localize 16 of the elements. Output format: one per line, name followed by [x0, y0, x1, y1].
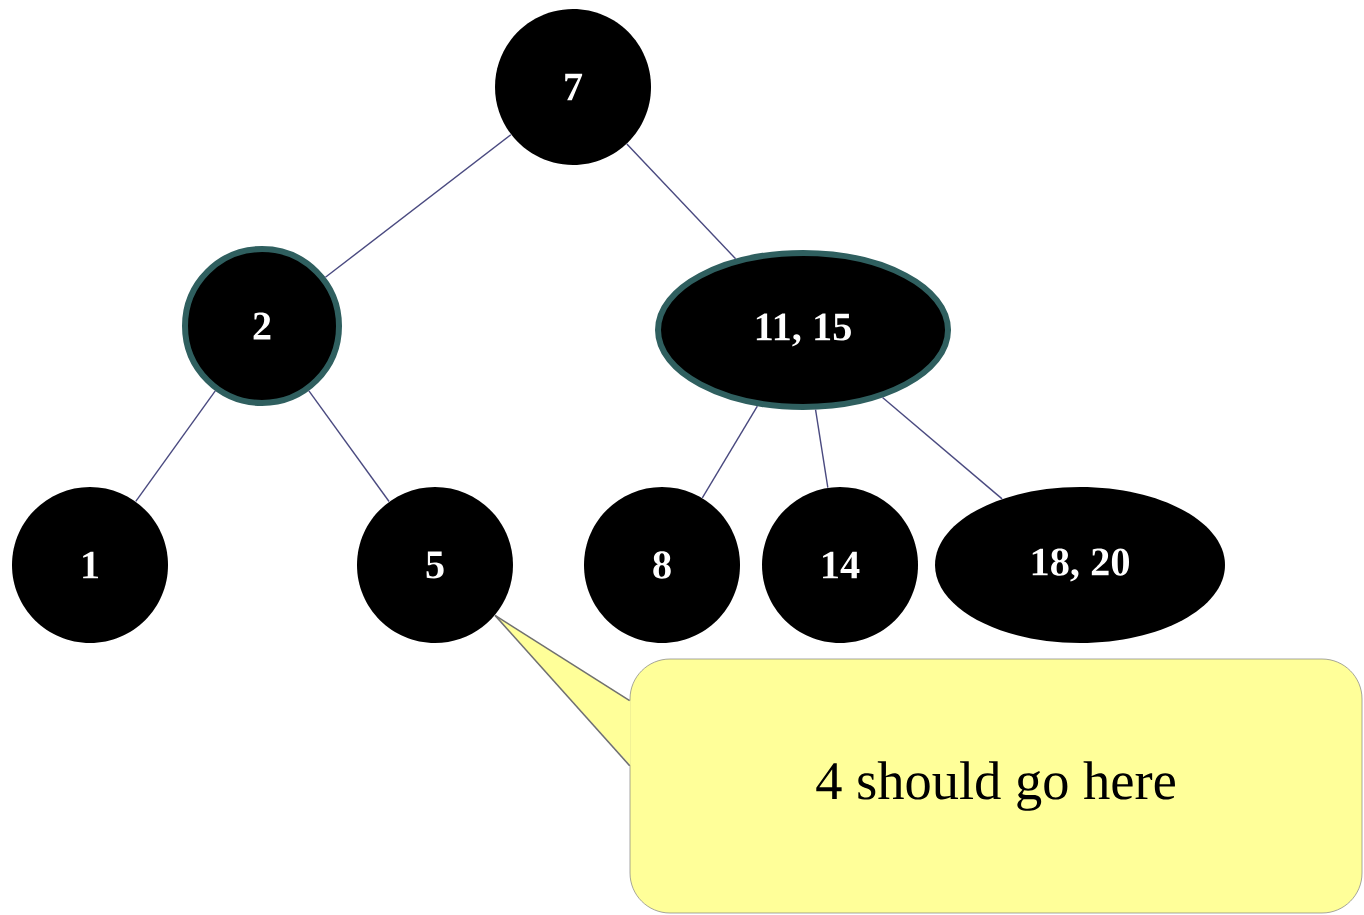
tree-edge: [626, 143, 737, 260]
tree-node: 8: [584, 487, 740, 643]
callout-bubble: 4 should go here: [629, 658, 1363, 914]
tree-node: 7: [495, 9, 651, 165]
tree-edge: [814, 409, 829, 489]
tree-edge: [701, 405, 759, 499]
tree-edge: [308, 390, 390, 503]
tree-edge: [135, 390, 216, 503]
tree-node: 14: [762, 487, 918, 643]
tree-node: 18, 20: [935, 487, 1225, 643]
tree-node: 11, 15: [655, 250, 951, 410]
tree-node: 2: [182, 246, 342, 406]
tree-edge: [881, 396, 1003, 500]
tree-node: 1: [12, 487, 168, 643]
tree-edge: [324, 134, 512, 278]
tree-node: 5: [357, 487, 513, 643]
